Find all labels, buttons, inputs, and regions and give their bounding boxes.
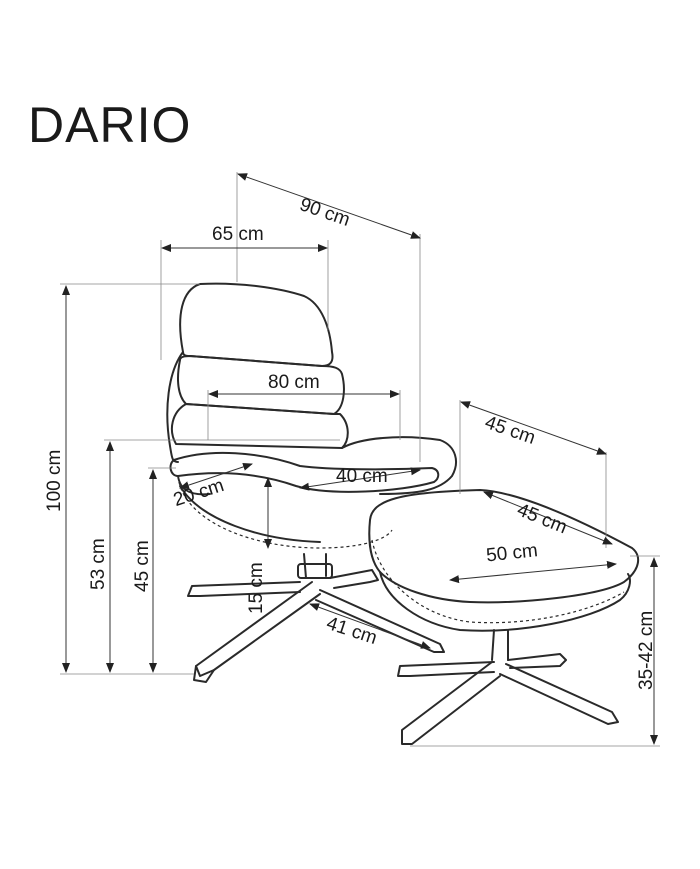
dim-chair-width: 65 cm xyxy=(212,224,264,245)
dim-base-height: 15 cm xyxy=(246,562,267,614)
dim-base-diameter: 41 cm xyxy=(324,613,380,649)
dim-seat-width: 40 cm xyxy=(336,466,388,487)
product-title: DARIO xyxy=(28,97,192,153)
dim-seat-height: 45 cm xyxy=(132,540,153,592)
dim-ottoman-height: 35-42 cm xyxy=(636,611,657,690)
ottoman-drawing xyxy=(368,489,640,745)
dim-total-height: 100 cm xyxy=(44,450,65,512)
dim-ottoman-top-width: 50 cm xyxy=(485,540,539,566)
dim-ottoman-depth: 45 cm xyxy=(482,412,538,449)
dim-armrest-height: 53 cm xyxy=(88,538,109,590)
dim-armrest-width: 80 cm xyxy=(268,372,320,393)
dimension-lines xyxy=(60,172,660,747)
dim-chair-depth: 90 cm xyxy=(297,194,353,231)
